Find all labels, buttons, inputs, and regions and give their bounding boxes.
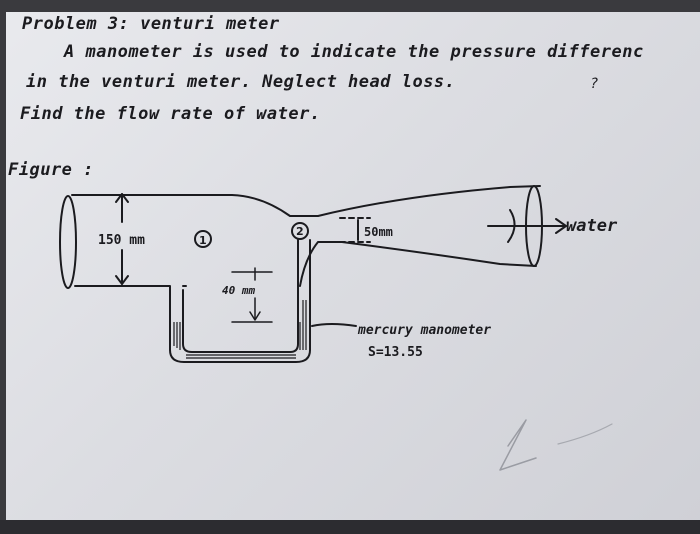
problem-title: Problem 3: venturi meter [22,14,280,34]
manometer-label: mercury manometer [357,323,491,338]
manometer-height-label: 40 mm [222,284,255,297]
mercury-fill [173,300,307,359]
problem-line-3: Find the flow rate of water. [20,104,321,124]
specific-gravity-label: S=13.55 [368,345,423,360]
throat-diameter-label: 50mm [364,225,393,239]
diameter-1-label: 150 mm [98,233,145,248]
manometer-inner [182,239,299,353]
problem-line-2: in the venturi meter. Neglect head loss. [26,72,456,92]
point-2-marker [291,222,309,240]
figure-label: Figure : [8,160,94,180]
problem-line-1: A manometer is used to indicate the pres… [64,42,644,62]
pipe-inlet-end [59,195,77,289]
manometer-outer [169,239,311,363]
stray-mark: ? [590,76,599,92]
point-1-marker [194,230,212,248]
pipe-bottom-wall [74,241,537,293]
board-frame-left [0,0,6,534]
board-frame-top [0,0,700,12]
pipe-top-wall [71,185,541,217]
point-2-label: 2 [296,225,304,238]
point-1-label: 1 [199,234,207,247]
board-frame-bottom [0,520,700,534]
flow-label: water [566,216,618,236]
